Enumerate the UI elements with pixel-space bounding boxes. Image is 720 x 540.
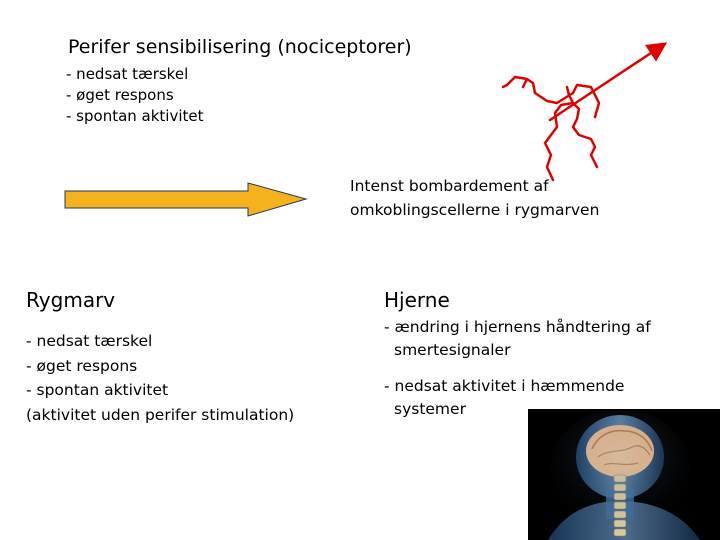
- list-item: - spontan aktivitet: [66, 107, 204, 125]
- big-arrow-icon: [64, 182, 308, 217]
- spinal-title: Rygmarv: [26, 288, 116, 312]
- list-item: - nedsat tærskel: [66, 65, 189, 83]
- peripheral-title: Perifer sensibilisering (nociceptorer): [68, 36, 412, 58]
- list-item: - spontan aktivitet: [26, 381, 169, 399]
- nerve-ending-icon: [501, 42, 668, 182]
- brain-title: Hjerne: [384, 288, 450, 312]
- peripheral-list: - nedsat tærskel - øget respons - sponta…: [66, 64, 204, 127]
- list-item: - øget respons: [66, 86, 174, 104]
- list-item: (aktivitet uden perifer stimulation): [26, 405, 295, 424]
- list-item: - ændring i hjernens håndtering af smert…: [384, 318, 651, 359]
- list-item: - nedsat aktivitet i hæmmende systemer: [384, 377, 625, 418]
- list-item: - nedsat tærskel: [26, 332, 153, 350]
- list-item: - øget respons: [26, 356, 138, 375]
- brain-list: - ændring i hjernens håndtering af smert…: [384, 316, 684, 434]
- brain-spine-image: [528, 409, 720, 540]
- spinal-list: - nedsat tærskel - øget respons - sponta…: [26, 329, 294, 427]
- intense-label: Intenst bombardement af omkoblingsceller…: [350, 177, 600, 219]
